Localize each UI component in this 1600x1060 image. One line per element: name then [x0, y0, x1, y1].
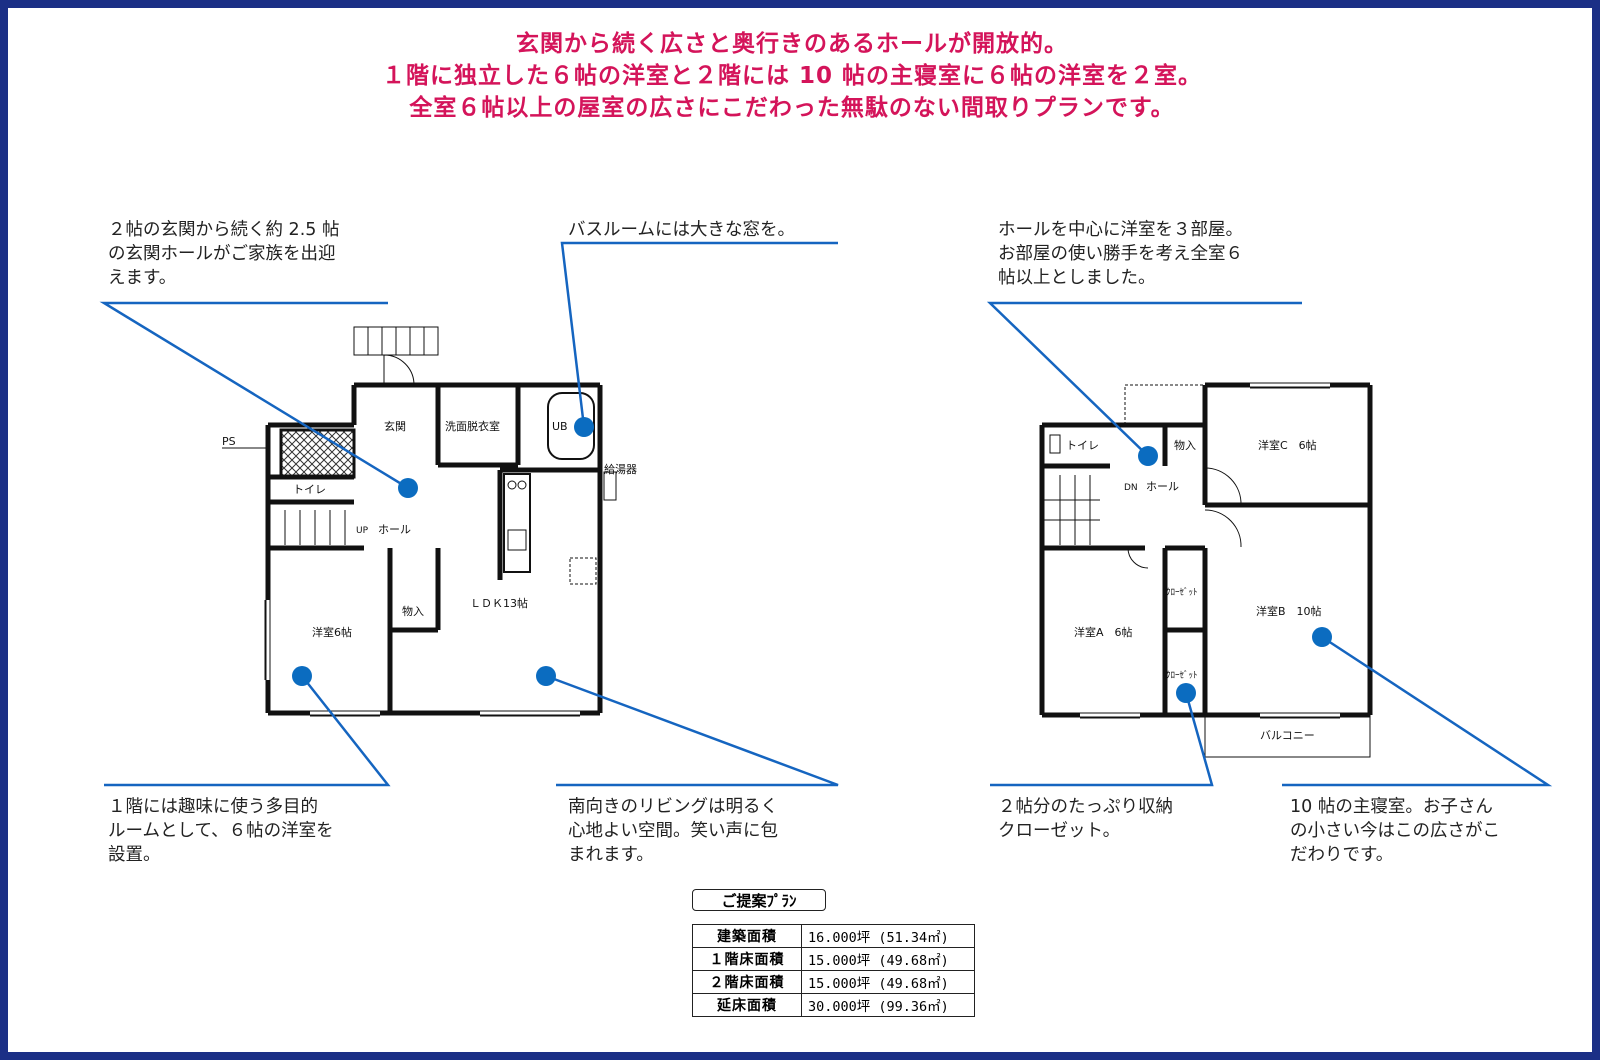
callout-line-entrance: [99, 301, 409, 490]
caption-closet: ２帖分のたっぷり収納 クローゼット。: [998, 795, 1173, 843]
callout-line-closet: [990, 692, 1214, 787]
kitchen-counter: [503, 473, 531, 573]
floor1-plan: [264, 326, 617, 717]
label-hall: ホール: [378, 523, 411, 536]
label-youshitsu: 洋室6帖: [312, 625, 352, 639]
area-table: 建築面積 16.000坪 (51.34㎡) １階床面積 15.000坪 (49.…: [692, 924, 975, 1017]
floor1-windows: [264, 600, 580, 717]
caption-living: 南向きのリビングは明るく 心地よい空間。笑い声に包 まれます。: [568, 795, 778, 867]
label-monoire2: 物入: [1174, 438, 1196, 452]
caption-line: の玄関ホールがご家族を出迎: [108, 244, 336, 264]
table-row: １階床面積 15.000坪 (49.68㎡): [692, 947, 975, 971]
callout-line-hall2: [986, 301, 1302, 457]
label-toilet2: トイレ: [1066, 439, 1099, 452]
caption-line: えます。: [108, 268, 177, 288]
floor2-windows: [1080, 382, 1340, 719]
caption-line: 心地よい空間。笑い声に包: [568, 821, 778, 841]
callout-lines: [99, 241, 1553, 787]
floor2-plan: [1039, 382, 1373, 758]
caption-line: ２帖の玄関から続く約 2.5 帖: [108, 220, 340, 240]
floor1-labels: PS 玄関 洗面脱衣室 UB 給湯器 トイレ UP ホール 物入 洋室6帖 ＬＤ…: [222, 419, 637, 639]
floor2-toilet-fixture: [1049, 434, 1061, 454]
callout-line-master: [1282, 635, 1553, 787]
caption-line: 10 帖の主寝室。お子さん: [1290, 797, 1493, 817]
callout-dots: [292, 417, 1332, 703]
table-row: 建築面積 16.000坪 (51.34㎡): [692, 924, 975, 948]
row-value: 16.000坪 (51.34㎡): [801, 924, 975, 948]
caption-line: １階には趣味に使う多目的: [108, 797, 318, 817]
caption-line: 南向きのリビングは明るく: [568, 797, 778, 817]
label-senmen: 洗面脱衣室: [445, 419, 500, 433]
dot-master: [1312, 627, 1332, 647]
label-roomC: 洋室C 6帖: [1258, 438, 1317, 452]
caption-line: お部屋の使い勝手を考え全室６: [998, 244, 1243, 264]
caption-line: だわりです。: [1290, 845, 1394, 865]
caption-line: ２帖分のたっぷり収納: [998, 797, 1173, 817]
floor2-labels: トイレ 物入 DN ホール 洋室C 6帖 洋室A 6帖 洋室B 10帖 ｸﾛｰｾ…: [1066, 438, 1322, 742]
floor1-stairs: [284, 510, 346, 545]
caption-master: 10 帖の主寝室。お子さん の小さい今はこの広さがこ だわりです。: [1290, 795, 1500, 867]
row-value: 15.000坪 (49.68㎡): [801, 970, 975, 994]
label-dn: DN: [1124, 483, 1138, 493]
headline-line-2: １階に独立した６帖の洋室と２階には 10 帖の主寝室に６帖の洋室を２室。: [381, 63, 1203, 89]
table-row: 延床面積 30.000坪 (99.36㎡): [692, 993, 975, 1017]
dot-room1: [292, 666, 312, 686]
callout-line-room1: [104, 675, 391, 787]
dot-closet: [1176, 683, 1196, 703]
ps-shaft: [279, 428, 356, 479]
plan-title: ご提案ﾌﾟﾗﾝ: [692, 889, 826, 911]
dot-bath: [574, 417, 594, 437]
headline-line-3: 全室６帖以上の屋室の広さにこだわった無駄のない間取りプランです。: [409, 95, 1175, 121]
caption-entrance: ２帖の玄関から続く約 2.5 帖 の玄関ホールがご家族を出迎 えます。: [108, 218, 339, 290]
roof-outline: [1124, 384, 1205, 425]
callout-line-bath: [560, 241, 838, 428]
label-ub: UB: [552, 420, 568, 433]
label-toilet: トイレ: [293, 483, 326, 496]
caption-line: の小さい今はこの広さがこ: [1290, 821, 1500, 841]
caption-room1: １階には趣味に使う多目的 ルームとして、６帖の洋室を 設置。: [108, 795, 334, 867]
caption-line: ホールを中心に洋室を３部屋。: [998, 220, 1243, 240]
label-roomA: 洋室A 6帖: [1074, 625, 1133, 639]
caption-line: まれます。: [568, 845, 654, 865]
row-label: １階床面積: [692, 947, 802, 971]
label-balcony: バルコニー: [1260, 729, 1315, 742]
label-up: UP: [356, 526, 369, 536]
label-ldk: ＬＤＫ13帖: [470, 597, 528, 610]
dot-entrance: [398, 478, 418, 498]
dot-hall2: [1138, 446, 1158, 466]
row-label: 建築面積: [692, 924, 802, 948]
entrance-door-swing: [383, 354, 415, 386]
water-heater: [603, 471, 617, 501]
caption-line: ルームとして、６帖の洋室を: [108, 821, 334, 841]
label-hall2: ホール: [1146, 480, 1179, 493]
label-ps: PS: [222, 435, 236, 448]
label-roomB: 洋室B 10帖: [1256, 604, 1322, 618]
headline: 玄関から続く広さと奥行きのあるホールが開放的。 １階に独立した６帖の洋室と２階に…: [0, 28, 1584, 124]
caption-line: クローゼット。: [998, 821, 1121, 841]
floor2-walls: [1039, 382, 1373, 718]
caption-line: バスルームには大きな窓を。: [568, 220, 795, 240]
fridge: [569, 557, 597, 585]
row-label: ２階床面積: [692, 970, 802, 994]
caption-bath: バスルームには大きな窓を。: [568, 218, 795, 242]
table-row: ２階床面積 15.000坪 (49.68㎡): [692, 970, 975, 994]
label-closet2: ｸﾛｰｾﾞｯﾄ: [1166, 670, 1198, 681]
label-kyutoki: 給湯器: [604, 462, 637, 476]
row-value: 15.000坪 (49.68㎡): [801, 947, 975, 971]
headline-line-1: 玄関から続く広さと奥行きのあるホールが開放的。: [516, 31, 1068, 57]
dot-living: [536, 666, 556, 686]
label-monoire: 物入: [402, 604, 424, 618]
label-genkan: 玄関: [384, 419, 406, 433]
floor2-stairs: [1042, 475, 1100, 545]
caption-hall2: ホールを中心に洋室を３部屋。 お部屋の使い勝手を考え全室６ 帖以上としました。: [998, 218, 1243, 290]
bathtub: [547, 392, 595, 460]
caption-line: 設置。: [108, 845, 161, 865]
label-closet1: ｸﾛｰｾﾞｯﾄ: [1166, 587, 1198, 598]
row-value: 30.000坪 (99.36㎡): [801, 993, 975, 1017]
caption-line: 帖以上としました。: [998, 268, 1156, 288]
callout-line-living: [545, 674, 839, 787]
row-label: 延床面積: [692, 993, 802, 1017]
